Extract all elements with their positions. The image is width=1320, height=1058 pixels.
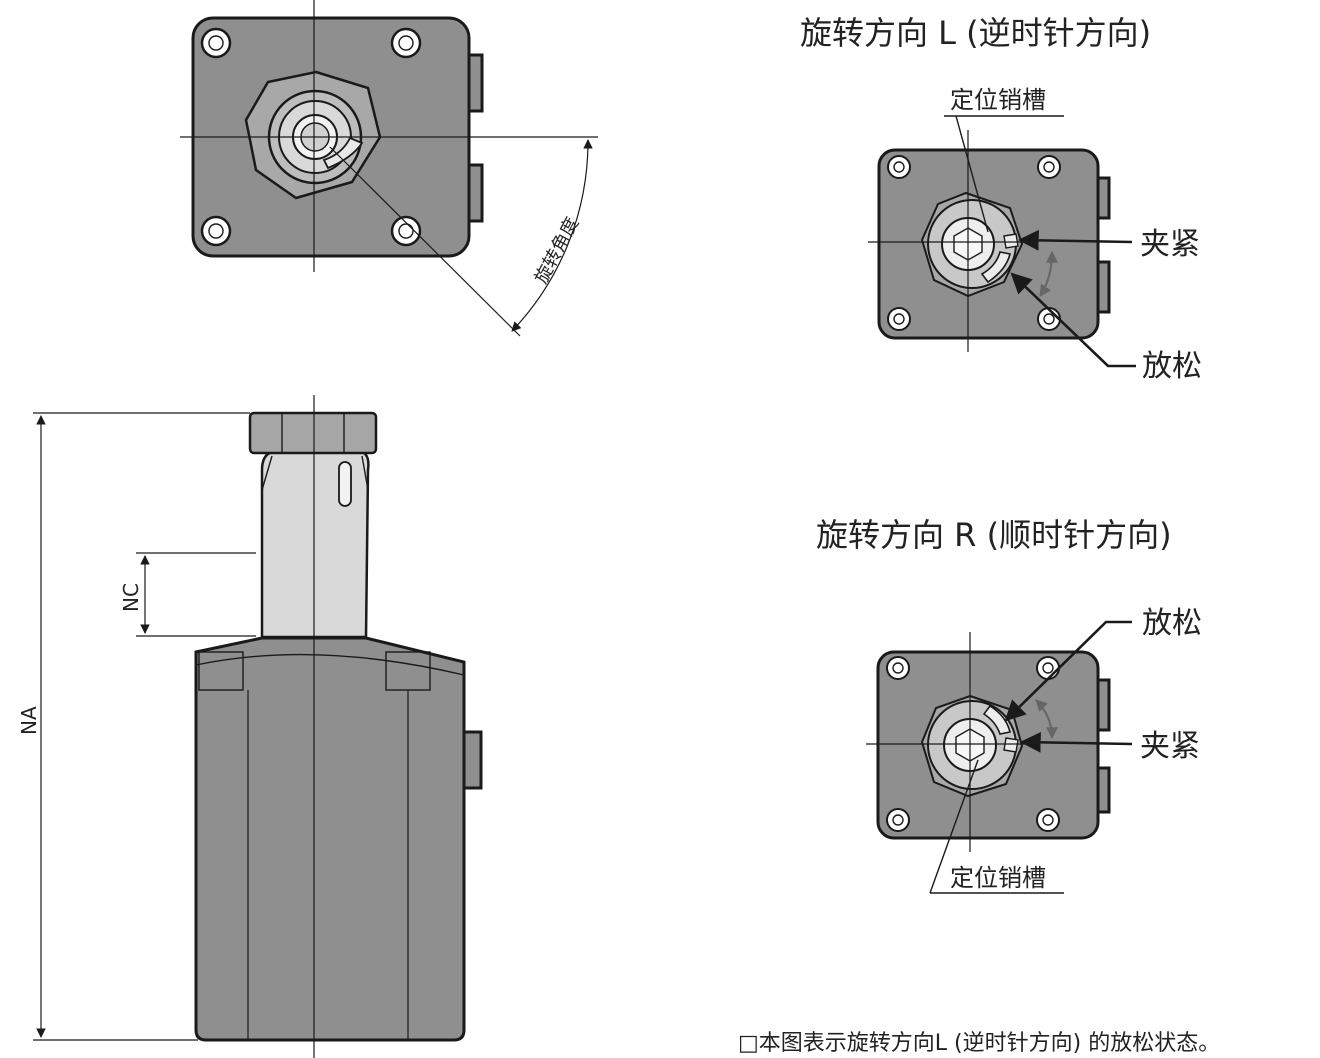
pin-groove-label-L: 定位销槽 [950, 86, 1046, 114]
side-body [194, 636, 466, 1042]
na-label: NA [17, 706, 41, 735]
pin-groove-label-R: 定位销槽 [950, 864, 1046, 892]
clamp-label-L: 夹紧 [1140, 227, 1200, 262]
top-view: 旋转角度 [180, 0, 598, 337]
corner-hole [200, 27, 422, 247]
rotation-angle-label: 旋转角度 [531, 214, 583, 287]
detail-rotation-L: 旋转方向 L (逆时针方向) 定位销槽 夹紧 放松 [800, 14, 1202, 384]
detail-rotation-R: 旋转方向 R (顺时针方向) 放松 夹紧 定位销槽 [816, 516, 1202, 894]
clamp-label-R: 夹紧 [1140, 729, 1200, 764]
release-label-L: 放松 [1142, 349, 1202, 384]
release-label-R: 放松 [1142, 606, 1202, 641]
title-rotation-L: 旋转方向 L (逆时针方向) [800, 14, 1151, 52]
side-view: NA NC [17, 395, 483, 1058]
footnote: □本图表示旋转方向L (逆时针方向) 的放松状态。 [738, 1031, 1220, 1056]
nc-label: NC [119, 583, 143, 612]
title-rotation-R: 旋转方向 R (顺时针方向) [816, 516, 1172, 554]
